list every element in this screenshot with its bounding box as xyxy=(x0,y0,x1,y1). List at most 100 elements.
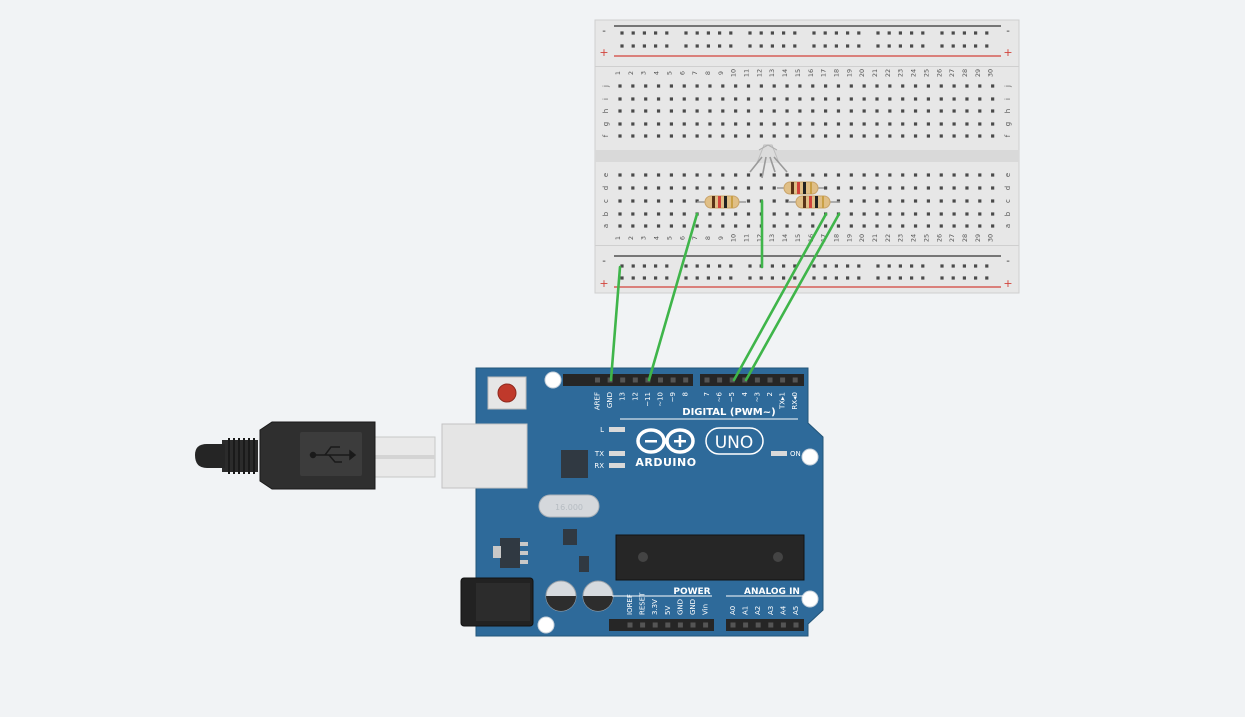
breadboard-hole[interactable] xyxy=(798,134,802,138)
breadboard-hole[interactable] xyxy=(695,186,699,190)
breadboard-hole[interactable] xyxy=(888,173,892,177)
wire-pin4-to-resistor[interactable] xyxy=(744,212,841,382)
rail-hole[interactable] xyxy=(782,44,786,48)
breadboard-hole[interactable] xyxy=(734,84,738,88)
breadboard-hole[interactable] xyxy=(798,224,802,228)
rail-hole[interactable] xyxy=(631,264,635,268)
rail-hole[interactable] xyxy=(985,276,989,280)
breadboard-hole[interactable] xyxy=(734,224,738,228)
breadboard-hole[interactable] xyxy=(862,224,866,228)
rail-hole[interactable] xyxy=(962,264,966,268)
rail-hole[interactable] xyxy=(759,31,763,35)
breadboard-hole[interactable] xyxy=(875,134,879,138)
rail-hole[interactable] xyxy=(940,31,944,35)
breadboard-hole[interactable] xyxy=(746,212,751,216)
breadboard-hole[interactable] xyxy=(965,186,969,190)
breadboard-hole[interactable] xyxy=(708,224,712,228)
breadboard-hole[interactable] xyxy=(952,134,956,138)
breadboard-hole[interactable] xyxy=(811,173,815,177)
breadboard-hole[interactable] xyxy=(811,109,815,113)
breadboard-hole[interactable] xyxy=(913,212,918,216)
breadboard-hole[interactable] xyxy=(669,109,673,113)
rail-hole[interactable] xyxy=(951,276,955,280)
rail-hole[interactable] xyxy=(729,276,733,280)
breadboard-hole[interactable] xyxy=(888,84,892,88)
breadboard-hole[interactable] xyxy=(721,84,725,88)
rail-hole[interactable] xyxy=(759,276,763,280)
rail-hole[interactable] xyxy=(857,44,861,48)
breadboard-hole[interactable] xyxy=(721,134,725,138)
header-pin[interactable] xyxy=(780,377,786,383)
breadboard-hole[interactable] xyxy=(978,109,982,113)
breadboard-hole[interactable] xyxy=(849,97,853,101)
breadboard-hole[interactable] xyxy=(644,173,648,177)
rail-hole[interactable] xyxy=(823,31,827,35)
breadboard-hole[interactable] xyxy=(772,199,776,203)
header-pin[interactable] xyxy=(640,622,646,628)
breadboard-hole[interactable] xyxy=(836,97,841,101)
rail-hole[interactable] xyxy=(684,276,688,280)
rail-hole[interactable] xyxy=(695,264,699,268)
breadboard-hole[interactable] xyxy=(798,97,802,101)
breadboard-hole[interactable] xyxy=(695,134,699,138)
breadboard-hole[interactable] xyxy=(875,224,879,228)
breadboard-hole[interactable] xyxy=(849,224,853,228)
breadboard-hole[interactable] xyxy=(669,134,673,138)
header-pin[interactable] xyxy=(627,622,633,628)
breadboard-hole[interactable] xyxy=(965,212,969,216)
rail-hole[interactable] xyxy=(857,264,861,268)
breadboard-hole[interactable] xyxy=(695,224,699,228)
breadboard-hole[interactable] xyxy=(734,186,738,190)
breadboard-hole[interactable] xyxy=(991,134,995,138)
rail-hole[interactable] xyxy=(695,276,699,280)
breadboard-hole[interactable] xyxy=(965,199,969,203)
rail-hole[interactable] xyxy=(793,276,797,280)
header-pin[interactable] xyxy=(595,377,600,383)
breadboard-hole[interactable] xyxy=(618,134,622,138)
breadboard-hole[interactable] xyxy=(631,199,635,203)
breadboard-hole[interactable] xyxy=(952,224,956,228)
rail-hole[interactable] xyxy=(684,31,688,35)
breadboard-hole[interactable] xyxy=(644,109,648,113)
breadboard-hole[interactable] xyxy=(862,199,866,203)
breadboard-hole[interactable] xyxy=(913,186,918,190)
rail-hole[interactable] xyxy=(642,264,646,268)
breadboard-hole[interactable] xyxy=(695,173,699,177)
breadboard-hole[interactable] xyxy=(785,199,789,203)
breadboard-hole[interactable] xyxy=(618,84,622,88)
breadboard-hole[interactable] xyxy=(618,109,622,113)
breadboard-hole[interactable] xyxy=(734,109,738,113)
breadboard-hole[interactable] xyxy=(901,186,905,190)
breadboard-hole[interactable] xyxy=(991,109,995,113)
breadboard-hole[interactable] xyxy=(824,134,828,138)
rail-hole[interactable] xyxy=(846,276,850,280)
breadboard-hole[interactable] xyxy=(913,173,918,177)
breadboard-hole[interactable] xyxy=(669,173,673,177)
breadboard-hole[interactable] xyxy=(965,97,969,101)
breadboard-hole[interactable] xyxy=(939,199,943,203)
breadboard-hole[interactable] xyxy=(618,224,622,228)
breadboard-hole[interactable] xyxy=(862,84,866,88)
breadboard-hole[interactable] xyxy=(656,212,661,216)
rail-hole[interactable] xyxy=(887,44,891,48)
breadboard-hole[interactable] xyxy=(631,97,635,101)
breadboard-hole[interactable] xyxy=(618,199,622,203)
rail-hole[interactable] xyxy=(857,31,861,35)
breadboard-hole[interactable] xyxy=(798,212,802,216)
rail-hole[interactable] xyxy=(631,31,635,35)
breadboard-hole[interactable] xyxy=(836,109,841,113)
breadboard-hole[interactable] xyxy=(901,84,905,88)
breadboard-hole[interactable] xyxy=(721,186,725,190)
breadboard-hole[interactable] xyxy=(772,97,776,101)
breadboard-hole[interactable] xyxy=(875,173,879,177)
breadboard-hole[interactable] xyxy=(746,122,751,126)
breadboard-hole[interactable] xyxy=(836,122,841,126)
breadboard-hole[interactable] xyxy=(695,97,699,101)
breadboard-hole[interactable] xyxy=(926,186,930,190)
rail-hole[interactable] xyxy=(910,31,914,35)
breadboard-hole[interactable] xyxy=(965,134,969,138)
breadboard-hole[interactable] xyxy=(849,173,853,177)
rail-hole[interactable] xyxy=(642,31,646,35)
rail-hole[interactable] xyxy=(684,264,688,268)
